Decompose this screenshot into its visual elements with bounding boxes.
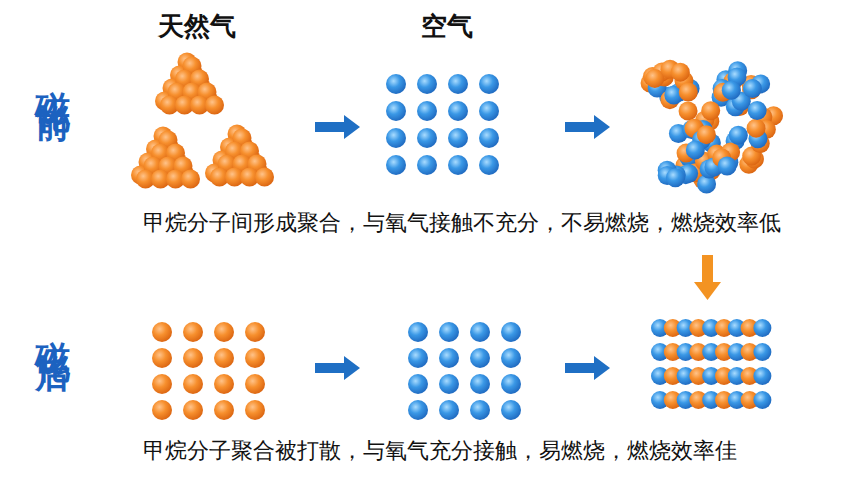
methane-molecule (152, 322, 172, 342)
oxygen-molecule (686, 140, 705, 159)
oxygen-molecule (748, 101, 767, 120)
oxygen-molecule (718, 156, 737, 175)
oxygen-molecule (501, 348, 521, 368)
oxygen-molecule (666, 168, 685, 187)
methane-molecule (152, 400, 172, 420)
oxygen-molecule (501, 400, 521, 420)
oxygen-molecule (448, 128, 468, 148)
oxygen-molecule (408, 348, 428, 368)
methane-molecule (183, 348, 203, 368)
oxygen-molecule (722, 81, 741, 100)
methane-molecule (181, 170, 200, 189)
methane-molecule (205, 96, 224, 115)
oxygen-molecule (470, 400, 490, 420)
oxygen-molecule (417, 155, 437, 175)
methane-molecule (183, 322, 203, 342)
methane-molecule (214, 322, 234, 342)
oxygen-molecule (479, 128, 499, 148)
oxygen-molecule (448, 101, 468, 121)
column-heading: 空气 (397, 11, 497, 42)
oxygen-molecule (386, 74, 406, 94)
oxygen-molecule (386, 128, 406, 148)
oxygen-molecule (753, 391, 771, 409)
caption-text: 甲烷分子聚合被打散，与氧气充分接触，易燃烧，燃烧效率佳 (143, 438, 855, 464)
methane-molecule (214, 374, 234, 394)
methane-molecule (701, 101, 720, 120)
methane-molecule (747, 119, 766, 138)
oxygen-molecule (448, 155, 468, 175)
methane-molecule (245, 400, 265, 420)
oxygen-molecule (439, 348, 459, 368)
oxygen-molecule (479, 101, 499, 121)
row-heading: 磁化前 (32, 64, 74, 85)
methane-molecule (183, 400, 203, 420)
oxygen-molecule (408, 374, 428, 394)
flow-arrow (565, 115, 610, 139)
oxygen-molecule (417, 101, 437, 121)
oxygen-molecule (479, 155, 499, 175)
oxygen-molecule (439, 400, 459, 420)
oxygen-molecule (408, 322, 428, 342)
oxygen-molecule (501, 374, 521, 394)
oxygen-molecule (753, 367, 771, 385)
down-arrow (694, 255, 721, 300)
row-heading: 磁化后 (32, 314, 74, 335)
methane-molecule (697, 125, 716, 144)
methane-molecule (245, 348, 265, 368)
oxygen-molecule (386, 155, 406, 175)
oxygen-molecule (439, 374, 459, 394)
methane-molecule (245, 322, 265, 342)
methane-molecule (152, 374, 172, 394)
oxygen-molecule (448, 74, 468, 94)
oxygen-molecule (408, 400, 428, 420)
methane-molecule (214, 348, 234, 368)
methane-molecule (214, 400, 234, 420)
molecule-group (131, 53, 783, 421)
oxygen-molecule (417, 128, 437, 148)
column-heading: 天然气 (147, 11, 247, 42)
methane-molecule (679, 101, 698, 120)
oxygen-molecule (753, 343, 771, 361)
caption-text: 甲烷分子间形成聚合，与氧气接触不充分，不易燃烧，燃烧效率低 (143, 210, 855, 236)
methane-molecule (152, 348, 172, 368)
oxygen-molecule (729, 126, 748, 145)
oxygen-molecule (753, 319, 771, 337)
oxygen-molecule (470, 348, 490, 368)
methane-molecule (255, 168, 274, 187)
methane-molecule (245, 374, 265, 394)
flow-arrow (315, 115, 360, 139)
methane-molecule (679, 82, 698, 101)
oxygen-molecule (470, 322, 490, 342)
oxygen-molecule (743, 79, 762, 98)
flow-arrow (565, 356, 610, 380)
flow-arrow (315, 356, 360, 380)
oxygen-molecule (439, 322, 459, 342)
methane-molecule (671, 63, 690, 82)
oxygen-molecule (501, 322, 521, 342)
oxygen-molecule (386, 101, 406, 121)
oxygen-molecule (470, 374, 490, 394)
methane-molecule (183, 374, 203, 394)
oxygen-molecule (417, 74, 437, 94)
oxygen-molecule (479, 74, 499, 94)
